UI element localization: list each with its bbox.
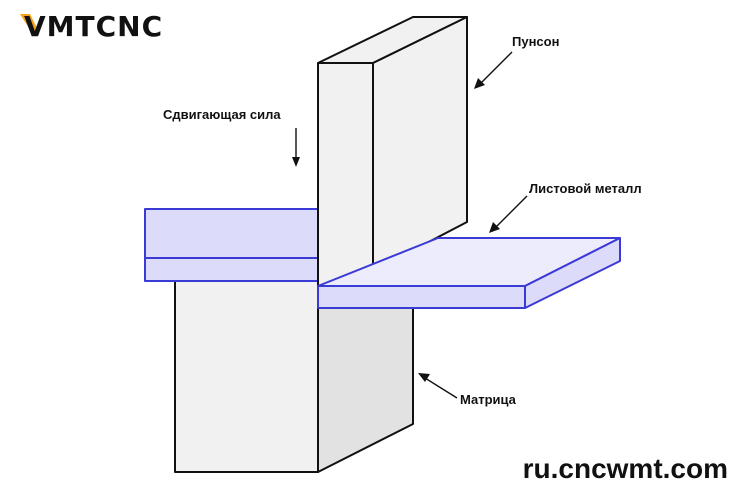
label-die-arrowhead	[418, 373, 430, 382]
label-sheet-metal: Листовой металл	[489, 181, 642, 233]
label-sheet-metal-text: Листовой металл	[529, 181, 642, 196]
punch	[317, 16, 468, 287]
logo-text: VMTCNC	[24, 10, 163, 43]
sheet-left-bottom-layer	[144, 257, 319, 282]
sheet-right-front-face	[317, 285, 526, 309]
label-punch: Пунсон	[474, 34, 559, 89]
logo-accent-mark	[20, 14, 38, 36]
label-punch-text: Пунсон	[512, 34, 559, 49]
sheet-metal-right	[317, 237, 621, 309]
label-force: Сдвигающая сила	[163, 107, 300, 167]
force-arrow-head	[292, 157, 300, 167]
label-sheet-metal-arrowhead	[489, 222, 500, 233]
sheet-right-side-face	[524, 237, 621, 309]
die-front-face	[174, 279, 319, 473]
label-die: Матрица	[418, 373, 517, 407]
label-sheet-metal-leader	[494, 195, 528, 229]
label-die-leader	[424, 377, 458, 399]
label-force-text: Сдвигающая сила	[163, 107, 281, 122]
punch-side-face	[372, 16, 468, 272]
watermark-url: ru.cncwmt.com	[523, 453, 728, 484]
label-die-text: Матрица	[460, 392, 517, 407]
label-punch-arrowhead	[474, 78, 485, 89]
sheet-left-top-layer	[144, 208, 319, 259]
die-side-face	[317, 307, 414, 473]
brand-logo: VMTCNC	[20, 10, 163, 43]
label-punch-leader	[479, 51, 513, 85]
punch-front-face	[317, 62, 374, 287]
sheet-metal-left	[144, 208, 319, 282]
die	[174, 279, 414, 473]
